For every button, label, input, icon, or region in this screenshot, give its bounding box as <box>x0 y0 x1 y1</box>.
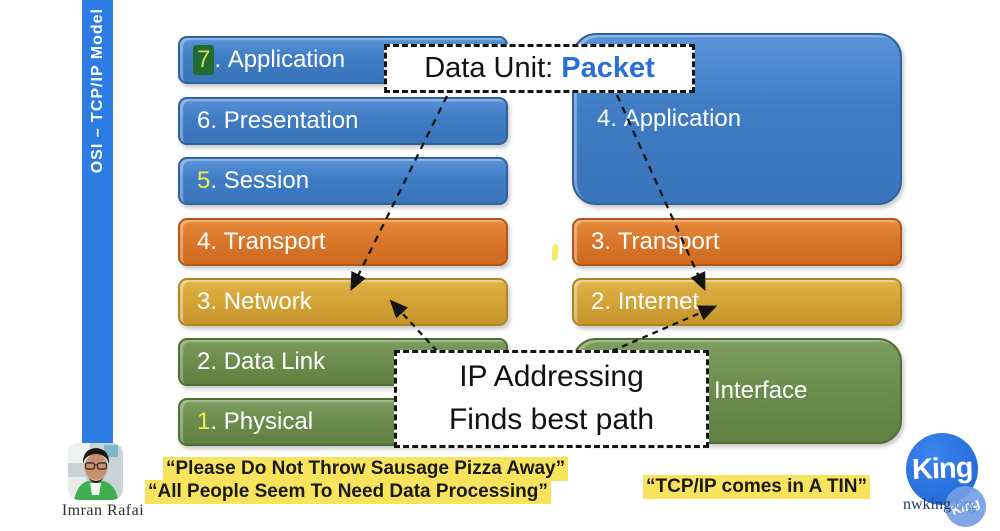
osi-mnemonic-line1: “Please Do Not Throw Sausage Pizza Away” <box>163 457 569 481</box>
author-name: Imran Rafai <box>61 502 145 519</box>
ip-addressing-callout: IP Addressing Finds best path <box>394 350 709 448</box>
layer-number: 3 <box>591 228 605 255</box>
layer-number: 7 <box>193 45 215 75</box>
layer-number: 2 <box>591 288 605 315</box>
layer-number: 4 <box>597 105 611 132</box>
tcpip-layer-internet: 2. Internet <box>572 278 902 326</box>
osi-layer-network: 3. Network <box>178 278 508 326</box>
layer-dot: . <box>210 348 224 375</box>
layer-label: Transport <box>617 228 720 255</box>
author-photo <box>68 443 123 500</box>
data-unit-value: Packet <box>561 52 655 84</box>
layer-dot: . <box>604 228 618 255</box>
layer-number: 1 <box>197 408 211 435</box>
layer-dot: . <box>210 408 224 435</box>
osi-layer-transport: 4. Transport <box>178 218 508 266</box>
layer-number: 6 <box>197 107 211 134</box>
layer-label: Session <box>223 167 310 194</box>
layer-label: Physical <box>223 408 314 435</box>
highlighted-text: “Please Do Not Throw Sausage Pizza Away” <box>163 457 569 481</box>
layer-label: Presentation <box>223 107 359 134</box>
layer-label: Transport <box>223 228 326 255</box>
author-portrait-illustration <box>68 443 123 500</box>
layer-label: Network <box>223 288 312 315</box>
layer-dot: . <box>610 105 624 132</box>
layer-number: 5 <box>197 167 211 194</box>
layer-label: Application <box>227 46 346 73</box>
layer-label: Application <box>623 105 742 132</box>
osi-layer-session: 5. Session <box>178 157 508 205</box>
data-unit-prefix: Data Unit: <box>424 52 562 84</box>
osi-mnemonic-line2: “All People Seem To Need Data Processing… <box>145 480 551 504</box>
ip-callout-line2: Finds best path <box>448 403 655 436</box>
layer-label: Interface <box>714 377 808 404</box>
layer-dot: . <box>214 46 228 73</box>
tcpip-layer-transport: 3. Transport <box>572 218 902 266</box>
layer-label: Data Link <box>223 348 326 375</box>
layer-number: 3 <box>197 288 211 315</box>
vertical-title-bar: OSI – TCP/IP Model <box>82 0 113 446</box>
highlighted-text: “All People Seem To Need Data Processing… <box>145 480 551 504</box>
layer-label: Internet <box>617 288 700 315</box>
ip-callout-line1: IP Addressing <box>459 360 644 394</box>
nwking-logo-small-circle: King <box>945 486 986 527</box>
layer-number: 4 <box>197 228 211 255</box>
highlighter-mark <box>551 243 559 262</box>
layer-dot: . <box>210 167 224 194</box>
osi-layer-presentation: 6. Presentation <box>178 97 508 145</box>
tcpip-mnemonic: “TCP/IP comes in A TIN” <box>643 475 871 499</box>
layer-dot: . <box>210 288 224 315</box>
slide-title: OSI – TCP/IP Model <box>88 8 106 174</box>
layer-dot: . <box>604 288 618 315</box>
nwking-logo-text: King <box>911 451 973 486</box>
site-tld: .org <box>951 496 977 513</box>
layer-dot: . <box>210 107 224 134</box>
nwking-site-url: nwking.org <box>903 496 976 514</box>
data-unit-callout: Data Unit: Packet <box>384 44 695 93</box>
layer-number: 2 <box>197 348 211 375</box>
site-name: nwking <box>903 496 951 513</box>
layer-dot: . <box>210 228 224 255</box>
highlighted-text: “TCP/IP comes in A TIN” <box>643 475 871 499</box>
